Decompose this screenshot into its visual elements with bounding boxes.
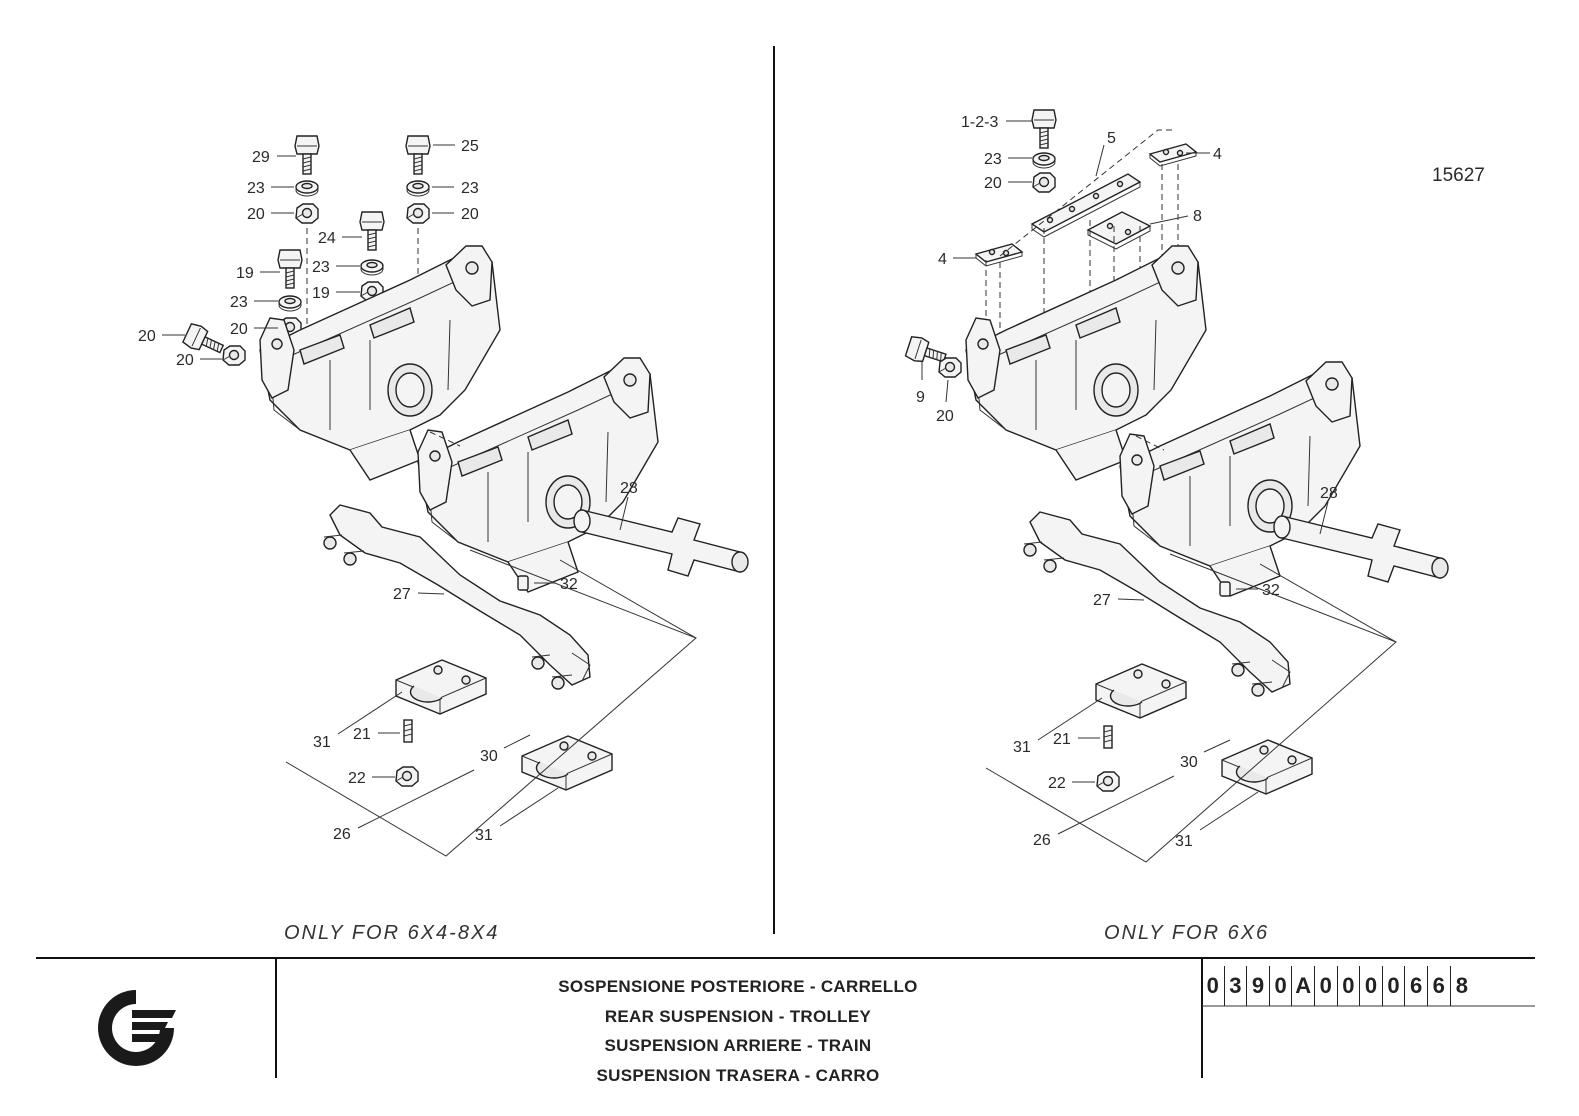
callout-31: 31 — [313, 734, 331, 751]
callout-22: 22 — [348, 770, 366, 787]
callout-24: 24 — [318, 230, 336, 247]
callout-31: 31 — [475, 827, 493, 844]
callout-28: 28 — [1320, 485, 1338, 502]
callout-27: 27 — [1093, 592, 1111, 609]
code-char: 0 — [1360, 966, 1383, 1006]
callout-20: 20 — [936, 408, 954, 425]
callout-20: 20 — [230, 321, 248, 338]
callout-4: 4 — [1213, 146, 1222, 163]
callout-32: 32 — [1262, 582, 1280, 599]
logo-cell — [36, 958, 274, 1078]
callout-20: 20 — [247, 206, 265, 223]
left-callouts: 29 25 23 23 20 20 24 19 23 23 20 20 19 2… — [138, 138, 638, 844]
code-char: 8 — [1455, 973, 1468, 998]
callout-31: 31 — [1013, 739, 1031, 756]
callout-21: 21 — [353, 726, 371, 743]
callout-8: 8 — [1193, 208, 1202, 225]
callout-26: 26 — [1033, 832, 1051, 849]
brand-logo-icon — [98, 990, 176, 1066]
code-char: 6 — [1405, 966, 1428, 1006]
title-block: SOSPENSIONE POSTERIORE - CARRELLO REAR S… — [36, 958, 1535, 1085]
callout-22: 22 — [1048, 775, 1066, 792]
code-char: 6 — [1428, 966, 1451, 1006]
code-char: 0 — [1338, 966, 1361, 1006]
callout-19: 19 — [236, 265, 254, 282]
callout-23: 23 — [230, 294, 248, 311]
title-french: SUSPENSION ARRIERE - TRAIN — [604, 1036, 872, 1055]
callout-19: 20 — [138, 328, 156, 345]
callout-26: 26 — [333, 826, 351, 843]
callout-20: 19 — [312, 285, 330, 302]
title-lines: SOSPENSIONE POSTERIORE - CARRELLO REAR S… — [276, 972, 1200, 1090]
callout-27: 27 — [393, 586, 411, 603]
callout-23: 23 — [461, 180, 479, 197]
callout-20: 20 — [461, 206, 479, 223]
callout-25: 25 — [461, 138, 479, 155]
code-char: 0 — [1315, 966, 1338, 1006]
callout-30: 30 — [480, 748, 498, 765]
right-view-drawing — [904, 109, 1449, 863]
title-spanish: SUSPENSION TRASERA - CARRO — [596, 1065, 880, 1085]
callout-1-2-3: 1-2-3 — [961, 114, 998, 131]
callout-23: 23 — [312, 259, 330, 276]
code-char: 9 — [1247, 966, 1270, 1006]
callout-5: 5 — [1107, 130, 1116, 147]
callout-20: 20 — [176, 352, 194, 369]
right-view-caption: ONLY FOR 6X6 — [1104, 922, 1269, 944]
callout-9: 9 — [916, 389, 925, 406]
code-char: 0 — [1270, 966, 1293, 1006]
callout-32: 32 — [560, 576, 578, 593]
callout-21: 21 — [1053, 731, 1071, 748]
code-char: 0 — [1383, 966, 1406, 1006]
code-char: 3 — [1225, 966, 1248, 1006]
callout-23: 23 — [984, 151, 1002, 168]
right-callouts: 1-2-3 5 4 23 20 8 4 9 20 28 32 27 31 21 … — [916, 114, 1338, 850]
title-english: REAR SUSPENSION - TROLLEY — [604, 1006, 872, 1026]
callout-23: 23 — [247, 180, 265, 197]
title-italian: SOSPENSIONE POSTERIORE - CARRELLO — [558, 977, 918, 996]
code-char: A — [1292, 966, 1315, 1006]
left-view-caption: ONLY FOR 6X4-8X4 — [284, 922, 499, 944]
callout-20: 20 — [984, 175, 1002, 192]
left-view-drawing — [162, 135, 749, 857]
callout-31: 31 — [1175, 833, 1193, 850]
callout-28: 28 — [620, 480, 638, 497]
callout-4: 4 — [938, 251, 947, 268]
callout-30: 30 — [1180, 754, 1198, 771]
callout-29: 29 — [252, 149, 270, 166]
sheet-number: 15627 — [1432, 165, 1485, 186]
drawing-code: 0 3 9 0 A 0 0 0 0 6 6 8 — [1202, 966, 1473, 1006]
code-char: 0 — [1202, 966, 1225, 1006]
